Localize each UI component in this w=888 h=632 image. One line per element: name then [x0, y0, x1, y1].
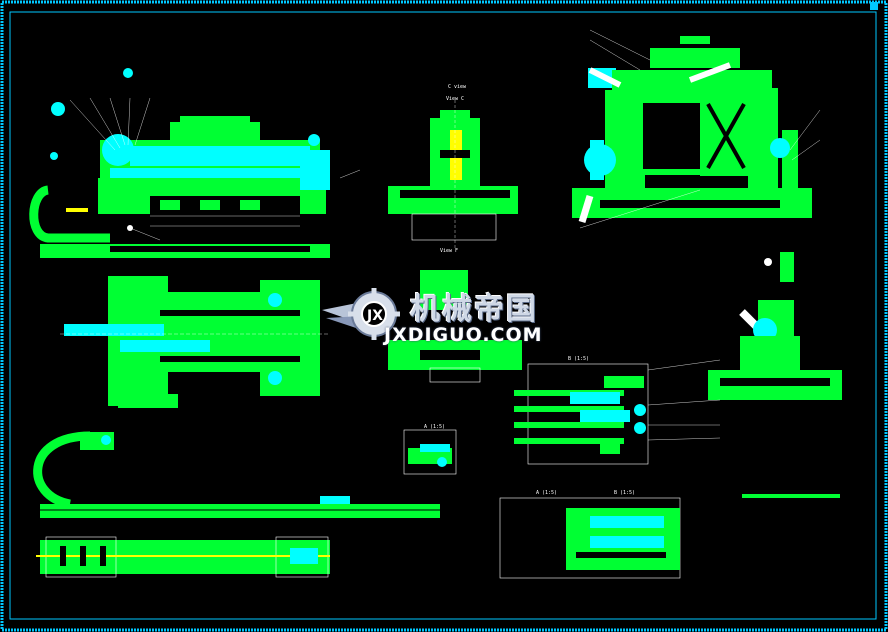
right-side-view: [708, 252, 842, 400]
center-section-view: [388, 270, 522, 383]
detail-a-view: [499, 497, 681, 579]
watermark-title: 机械帝国: [410, 292, 538, 327]
detail-label-2: A (1:5): [424, 424, 445, 430]
detail-label-3: A (1:5): [536, 490, 557, 496]
detail-label-1: B (1:5): [568, 356, 589, 362]
sheet-border-inner: [9, 11, 877, 620]
conveyor-plan: [36, 536, 330, 578]
detail-label-4: B (1:5): [614, 490, 635, 496]
watermark-logo: JX 机械帝国 JXDIGUO.COM: [322, 280, 592, 350]
detail-b-view: [514, 359, 721, 465]
view-label-top-b: View C: [446, 96, 464, 102]
technical-note: [742, 494, 840, 498]
gear-wings-icon: JX: [322, 288, 400, 340]
svg-text:JX: JX: [366, 308, 383, 324]
conveyor-elevation: [33, 431, 440, 518]
side-elevation-view: [29, 68, 361, 258]
plan-view: [60, 276, 330, 408]
frame-elevation-view: [572, 29, 821, 229]
view-label-top-a: C view: [448, 84, 467, 90]
watermark-subtitle: JXDIGUO.COM: [384, 324, 543, 346]
end-view-c: [388, 100, 518, 250]
view-label-c-small: View F: [440, 248, 458, 254]
small-detail-view: [403, 429, 457, 475]
